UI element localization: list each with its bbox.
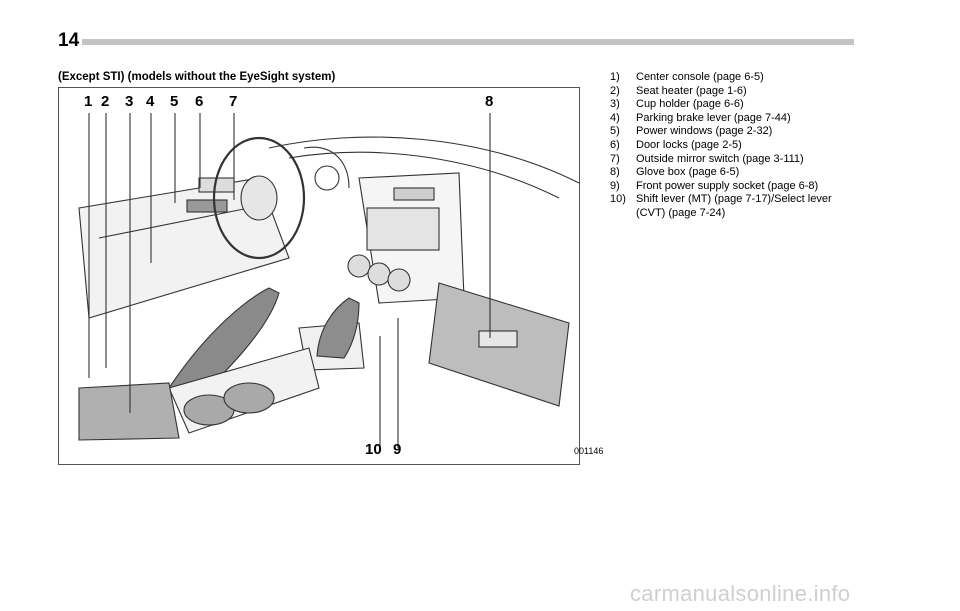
component-legend: 1) Center console (page 6-5) 2) Seat hea… [610,71,832,221]
callout-3: 3 [125,93,134,110]
legend-text: Parking brake lever (page 7-44) [636,111,791,124]
legend-number: 5) [610,125,620,138]
legend-text: Cup holder (page 6-6) [636,98,744,111]
legend-item: 10) Shift lever (MT) (page 7-17)/Select … [610,193,832,220]
legend-number: 9) [610,179,620,192]
legend-number: 4) [610,111,620,124]
legend-item: 3) Cup holder (page 6-6) [610,98,832,112]
legend-number: 1) [610,71,620,83]
legend-number: 6) [610,138,620,151]
legend-item: 8) Glove box (page 6-5) [610,166,832,180]
callout-9: 9 [393,441,402,458]
legend-item: 5) Power windows (page 2-32) [610,125,832,139]
legend-text: Center console (page 6-5) [636,71,764,83]
page-number: 14 [58,30,80,51]
callout-2: 2 [101,93,110,110]
interior-illustration: 1 2 3 4 5 6 7 8 10 9 001146 [58,87,603,465]
legend-text: Power windows (page 2-32) [636,125,773,138]
legend-item: 4) Parking brake lever (page 7-44) [610,112,832,126]
car-interior-drawing [78,113,580,448]
callout-10: 10 [365,441,382,458]
figure-code: 001146 [574,446,604,456]
legend-text: Shift lever (MT) (page 7-17)/Select leve… [636,193,832,219]
legend-number: 8) [610,166,620,179]
callout-4: 4 [146,93,155,110]
legend-text: Front power supply socket (page 6-8) [636,179,819,192]
header-rule [82,39,854,45]
legend-text: Seat heater (page 1-6) [636,84,747,97]
legend-item: 6) Door locks (page 2-5) [610,139,832,153]
callout-6: 6 [195,93,204,110]
legend-number: 10) [610,193,626,206]
callout-1: 1 [84,93,93,110]
callout-5: 5 [170,93,179,110]
legend-item: 7) Outside mirror switch (page 3-111) [610,153,832,167]
legend-item: 2) Seat heater (page 1-6) [610,85,832,99]
legend-item: 1) Center console (page 6-5) [610,71,832,85]
legend-text: Glove box (page 6-5) [636,166,740,179]
callout-8: 8 [485,93,494,110]
legend-number: 2) [610,84,620,97]
legend-number: 3) [610,98,620,111]
callout-7: 7 [229,93,238,110]
legend-text: Outside mirror switch (page 3-111) [636,152,804,165]
legend-number: 7) [610,152,620,165]
legend-item: 9) Front power supply socket (page 6-8) [610,180,832,194]
figure-caption: (Except STI) (models without the EyeSigh… [58,71,336,83]
watermark: carmanualsonline.info [630,581,851,606]
legend-text: Door locks (page 2-5) [636,138,742,151]
